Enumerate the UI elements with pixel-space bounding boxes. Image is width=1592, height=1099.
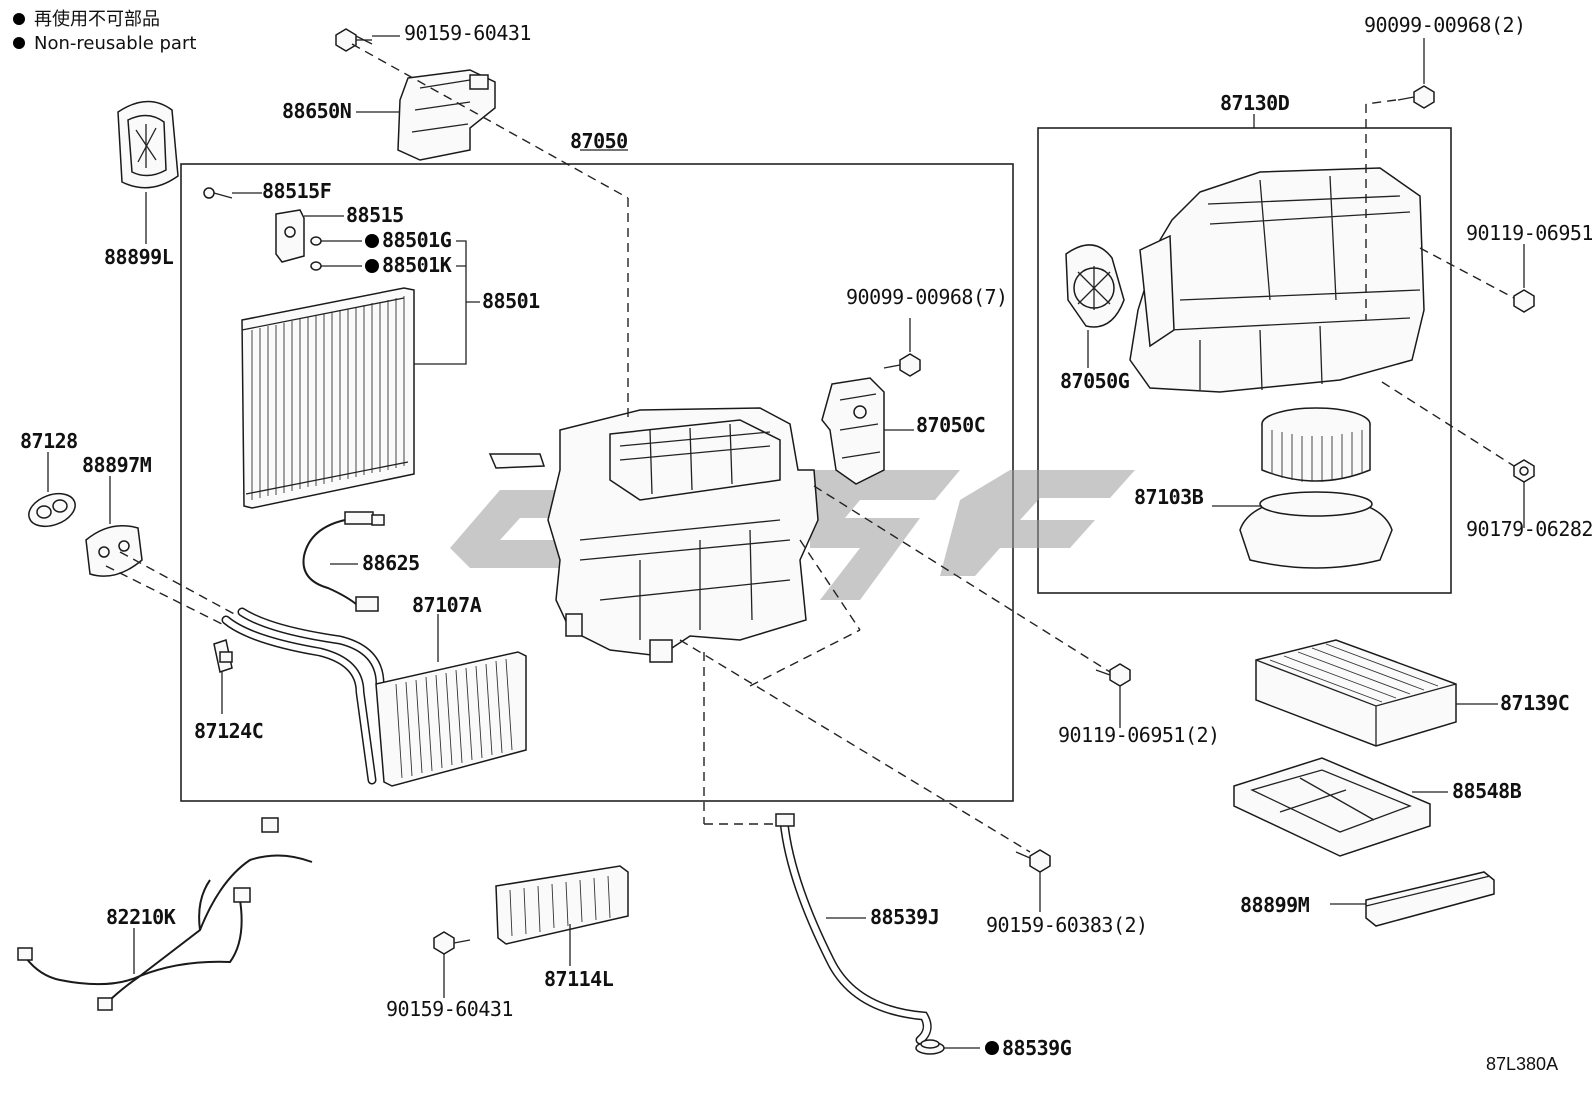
label-87050G: 87050G (1060, 369, 1130, 393)
label-88501K: 88501K (382, 253, 452, 277)
label-88501: 88501 (482, 289, 540, 313)
label-90159-60431-bottom: 90159-60431 (386, 997, 513, 1021)
label-88501G: 88501G (382, 228, 452, 252)
non-reusable-dot-icon (365, 259, 379, 273)
vent-88899L-icon (117, 100, 179, 189)
label-88515: 88515 (346, 203, 404, 227)
label-87050C: 87050C (916, 413, 985, 437)
label-88548B: 88548B (1452, 779, 1522, 803)
legend-japanese: 再使用不可部品 (34, 9, 160, 30)
air-filter-87139C-icon (1255, 639, 1457, 747)
screw-90119-06951-icon (1513, 289, 1535, 313)
drain-hose-88539J-icon (775, 813, 932, 1045)
legend: 再使用不可部品 Non-reusable part (13, 9, 196, 54)
legend-english: Non-reusable part (34, 33, 196, 54)
label-87139C: 87139C (1500, 691, 1569, 715)
label-88515F: 88515F (262, 179, 331, 203)
label-90099-00968-7: 90099-00968(7) (846, 285, 1008, 309)
label-88625: 88625 (362, 551, 420, 575)
nut-90179-06282-icon (1513, 459, 1535, 483)
heater-core-87107A-icon (221, 607, 527, 787)
non-reusable-dot-icon (13, 13, 25, 25)
label-87124C: 87124C (194, 719, 263, 743)
non-reusable-dot-icon (365, 234, 379, 248)
non-reusable-dot-icon (985, 1041, 999, 1055)
screw-90159-60431-bottom-icon (433, 931, 471, 955)
clamp-87124C-icon (213, 639, 233, 673)
control-module-88650N-icon (397, 69, 496, 161)
label-90179-06282: 90179-06282 (1466, 517, 1592, 541)
blower-cover-87050G-icon (1065, 244, 1125, 328)
label-87130D: 87130D (1220, 91, 1290, 115)
label-90159-60431-top: 90159-60431 (404, 21, 531, 45)
label-90119-06951: 90119-06951 (1466, 221, 1592, 245)
screw-90159-60383-2-icon (1015, 849, 1051, 873)
label-87050: 87050 (570, 129, 628, 153)
filter-frame-88548B-icon (1233, 757, 1431, 857)
blower-case-87130D-icon (1129, 167, 1425, 393)
grommet-87128-icon (28, 492, 76, 528)
label-87103B: 87103B (1134, 485, 1204, 509)
evaporator-88501-icon (241, 287, 415, 509)
label-88899L: 88899L (104, 245, 174, 269)
label-90099-00968-2: 90099-00968(2) (1364, 13, 1526, 37)
expansion-valve-88515-icon (275, 209, 305, 263)
assembly-87130D-box (1037, 127, 1452, 594)
screw-90119-06951-2-icon (1095, 663, 1131, 687)
screw-90159-60431-top-icon (335, 28, 373, 52)
non-reusable-dot-icon (13, 37, 25, 49)
label-88539G: 88539G (1002, 1036, 1072, 1060)
label-88899M: 88899M (1240, 893, 1310, 917)
actuator-87050C-icon (821, 377, 885, 485)
sensor-88625-icon (302, 511, 385, 612)
hvac-case-87050-icon (488, 407, 819, 663)
filter-cover-88899M-icon (1365, 871, 1495, 927)
label-87128: 87128 (20, 429, 78, 453)
label-88539J: 88539J (870, 905, 939, 929)
label-88650N: 88650N (282, 99, 351, 123)
label-87114L: 87114L (544, 967, 614, 991)
blower-motor-87103B-icon (1239, 407, 1393, 569)
screw-90099-00968-2-icon (1397, 85, 1435, 109)
label-87107A: 87107A (412, 593, 482, 617)
wire-harness-82210K-icon (17, 817, 313, 1011)
label-90119-06951-2: 90119-06951(2) (1058, 723, 1220, 747)
label-88897M: 88897M (82, 453, 152, 477)
bolt-88515F-icon (203, 187, 233, 199)
seal-plate-88897M-icon (85, 525, 143, 577)
reference-code: 87L380A (1486, 1054, 1558, 1074)
register-87114L-icon (495, 865, 629, 945)
screw-90099-00968-7-icon (883, 353, 921, 377)
o-ring-88501G-icon (310, 236, 322, 246)
label-90159-60383-2: 90159-60383(2) (986, 913, 1148, 937)
label-82210K: 82210K (106, 905, 176, 929)
o-ring-88501K-icon (310, 261, 322, 271)
